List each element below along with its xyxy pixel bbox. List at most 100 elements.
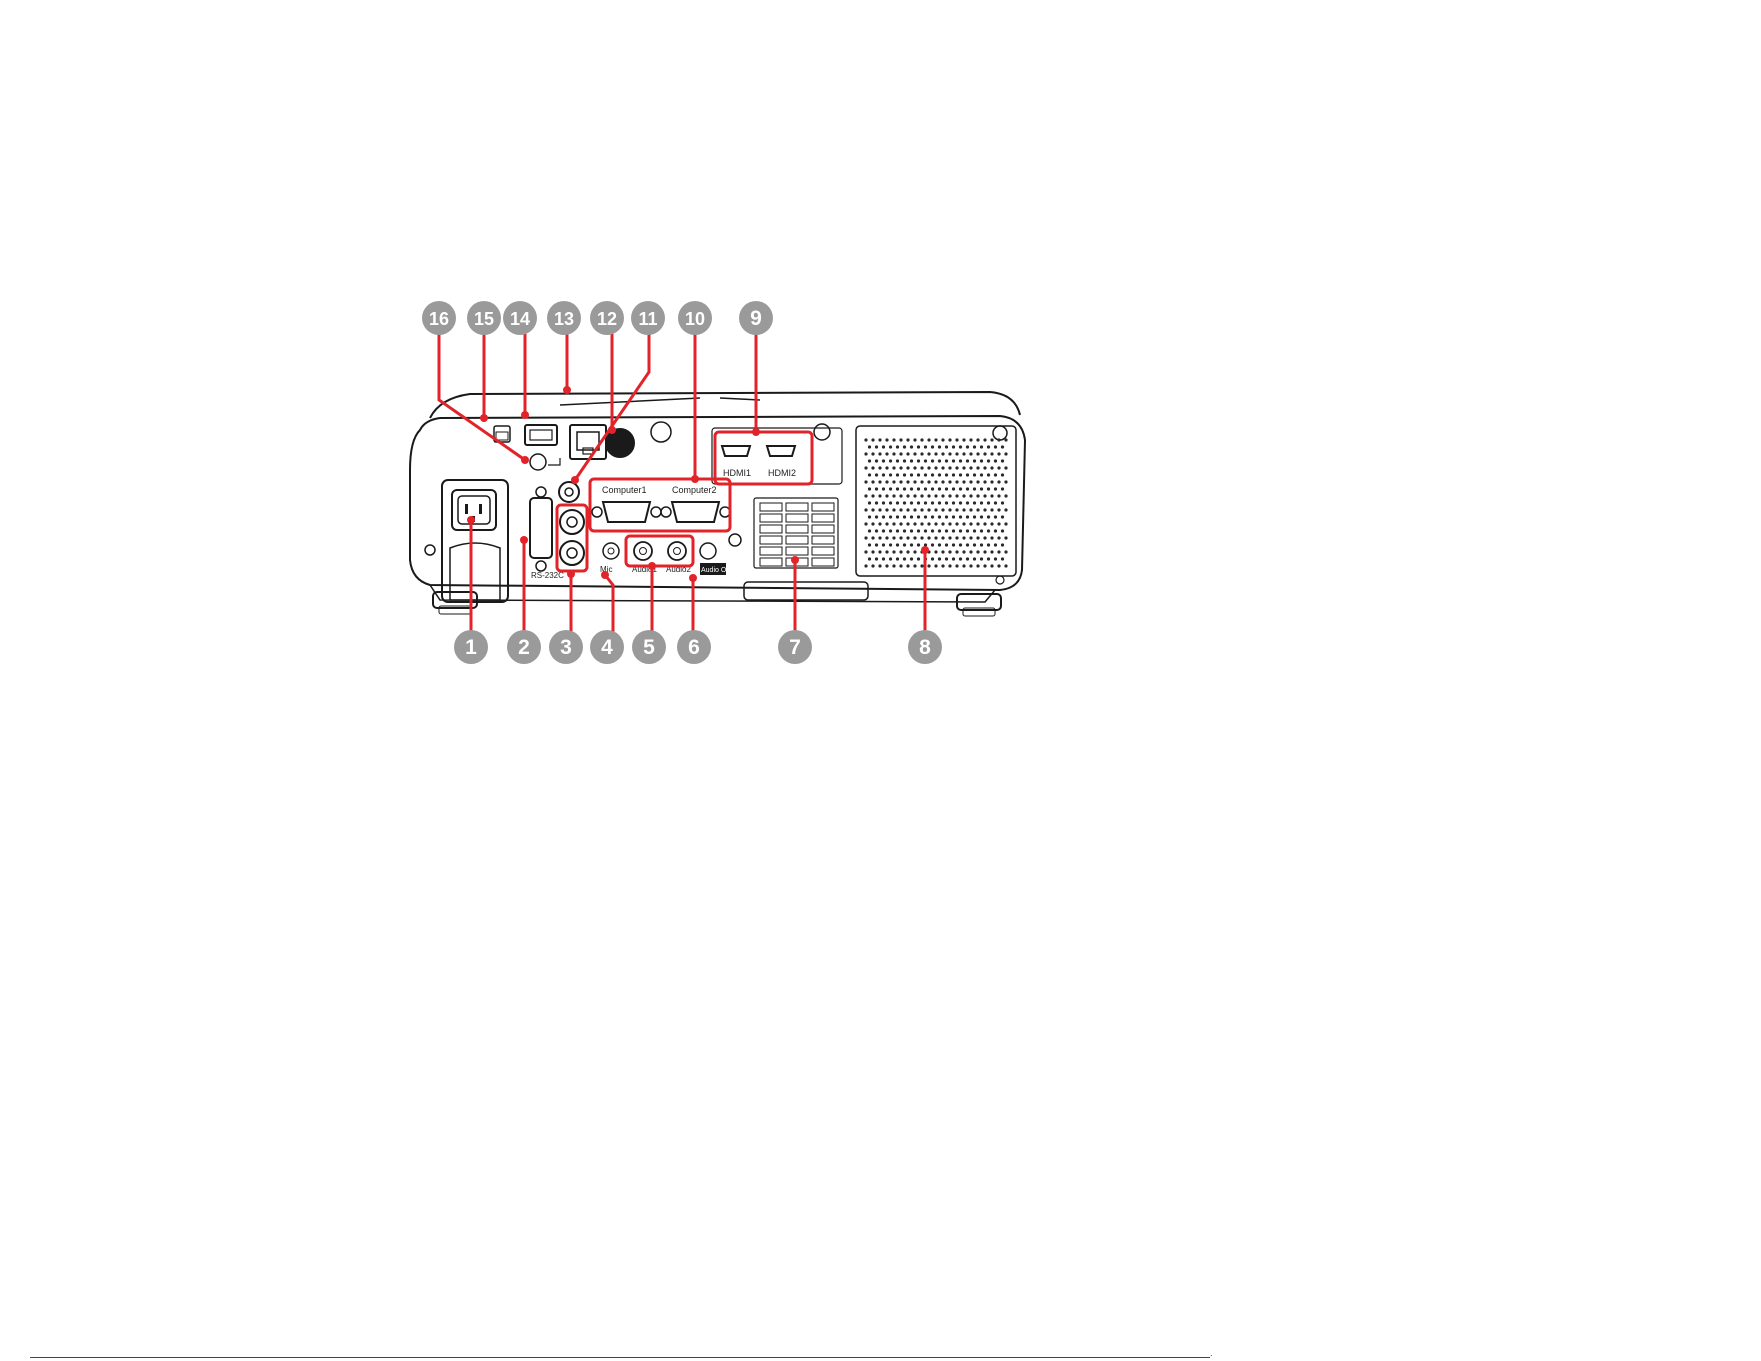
grille-hole xyxy=(875,501,878,504)
grille-hole xyxy=(878,480,881,483)
grille-hole xyxy=(987,543,990,546)
callout-number: 14 xyxy=(510,309,530,329)
grille-hole xyxy=(990,536,993,539)
grille-hole xyxy=(976,508,979,511)
grille-hole xyxy=(920,452,923,455)
grille-hole xyxy=(917,501,920,504)
grille-hole xyxy=(906,536,909,539)
grille-hole xyxy=(920,564,923,567)
callout-13: 13 xyxy=(547,301,581,335)
grille-hole xyxy=(934,452,937,455)
grille-hole xyxy=(864,508,867,511)
grille-hole xyxy=(945,487,948,490)
hdmi1-label: HDMI1 xyxy=(723,468,751,478)
grille-hole xyxy=(941,480,944,483)
leader-dot-11 xyxy=(571,476,579,484)
grille-hole xyxy=(917,529,920,532)
grille-hole xyxy=(980,501,983,504)
grille-hole xyxy=(948,438,951,441)
grille-hole xyxy=(913,494,916,497)
grille-hole xyxy=(1001,515,1004,518)
grille-hole xyxy=(924,515,927,518)
grille-hole xyxy=(931,529,934,532)
grille-hole xyxy=(875,529,878,532)
leader-dot-10 xyxy=(691,475,699,483)
grille-hole xyxy=(868,487,871,490)
callout-5: 5 xyxy=(632,630,666,664)
grille-hole xyxy=(966,487,969,490)
grille-hole xyxy=(906,480,909,483)
grille-hole xyxy=(980,459,983,462)
grille-hole xyxy=(924,529,927,532)
grille-hole xyxy=(892,550,895,553)
grille-hole xyxy=(938,557,941,560)
grille-hole xyxy=(955,466,958,469)
grille-hole xyxy=(864,564,867,567)
grille-hole xyxy=(997,536,1000,539)
grille-hole xyxy=(899,564,902,567)
grille-hole xyxy=(959,473,962,476)
grille-hole xyxy=(980,557,983,560)
vent-slot xyxy=(760,547,782,555)
grille-hole xyxy=(906,508,909,511)
grille-hole xyxy=(917,515,920,518)
grille-hole xyxy=(927,452,930,455)
grille-hole xyxy=(962,438,965,441)
grille-hole xyxy=(882,515,885,518)
callout-number: 15 xyxy=(474,309,494,329)
callout-15: 15 xyxy=(467,301,501,335)
grille-hole xyxy=(1001,529,1004,532)
grille-hole xyxy=(983,550,986,553)
grille-hole xyxy=(997,550,1000,553)
grille-hole xyxy=(885,550,888,553)
grille-hole xyxy=(889,445,892,448)
callout-14: 14 xyxy=(503,301,537,335)
grille-hole xyxy=(1001,459,1004,462)
grille-hole xyxy=(931,445,934,448)
grille-hole xyxy=(913,550,916,553)
callout-number: 7 xyxy=(789,636,801,659)
grille-hole xyxy=(910,529,913,532)
grille-hole xyxy=(871,438,874,441)
grille-hole xyxy=(931,543,934,546)
grille-hole xyxy=(948,550,951,553)
rs232c-label: RS-232C xyxy=(531,571,564,580)
vent-slot xyxy=(786,547,808,555)
vent-slot xyxy=(812,525,834,533)
grille-hole xyxy=(959,445,962,448)
grille-hole xyxy=(920,494,923,497)
grille-hole xyxy=(938,459,941,462)
leader-dot-7 xyxy=(791,556,799,564)
grille-hole xyxy=(878,494,881,497)
grille-hole xyxy=(948,466,951,469)
grille-hole xyxy=(924,473,927,476)
grille-hole xyxy=(903,487,906,490)
grille-hole xyxy=(990,480,993,483)
grille-hole xyxy=(899,522,902,525)
callout-2: 2 xyxy=(507,630,541,664)
grille-hole xyxy=(892,466,895,469)
footer-rule xyxy=(30,1357,1210,1358)
grille-hole xyxy=(931,501,934,504)
grille-hole xyxy=(994,487,997,490)
leader-dot-14 xyxy=(521,411,529,419)
grille-hole xyxy=(927,480,930,483)
grille-hole xyxy=(983,466,986,469)
grille-hole xyxy=(896,459,899,462)
grille-hole xyxy=(983,564,986,567)
grille-hole xyxy=(864,438,867,441)
grille-hole xyxy=(917,445,920,448)
grille-hole xyxy=(941,536,944,539)
grille-hole xyxy=(959,529,962,532)
grille-hole xyxy=(973,515,976,518)
grille-hole xyxy=(927,494,930,497)
grille-hole xyxy=(945,557,948,560)
grille-hole xyxy=(896,501,899,504)
vent-slot xyxy=(786,525,808,533)
grille-hole xyxy=(938,543,941,546)
callout-3: 3 xyxy=(549,630,583,664)
grille-hole xyxy=(990,494,993,497)
grille-hole xyxy=(913,564,916,567)
grille-hole xyxy=(983,522,986,525)
grille-hole xyxy=(990,452,993,455)
